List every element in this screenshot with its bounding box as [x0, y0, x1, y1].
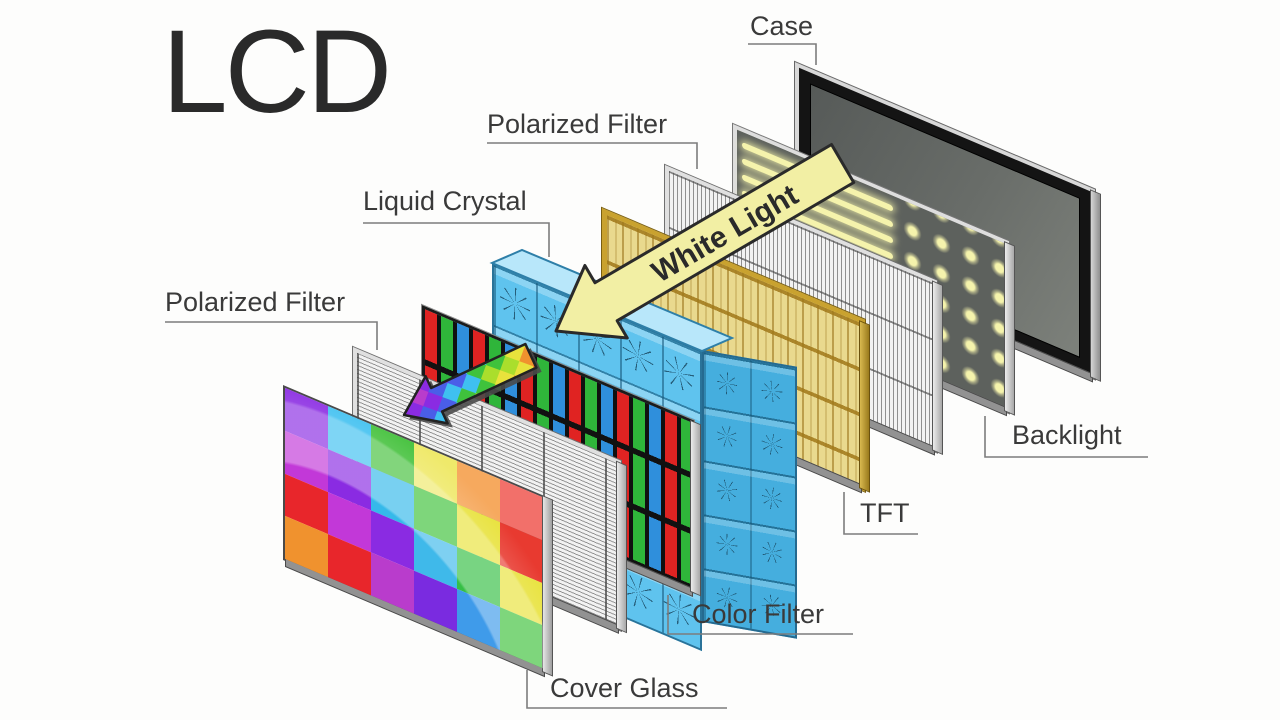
label-color-filter: Color Filter [692, 599, 825, 629]
label-backlight: Backlight [1012, 420, 1122, 450]
lc-molecule-icon [499, 280, 530, 326]
label-case: Case [750, 11, 814, 41]
lc-molecule-icon [616, 335, 661, 377]
leader-liquid-crystal [363, 222, 550, 257]
lc-molecule-icon [714, 422, 740, 452]
lc-molecule-icon [578, 314, 616, 362]
label-cover-glass: Cover Glass [550, 673, 699, 703]
lc-molecule-icon [759, 537, 786, 567]
label-polarized-filter-front: Polarized Filter [165, 287, 346, 317]
lc-molecule-icon [712, 475, 741, 506]
leader-polarized-filter-front [165, 321, 378, 350]
lc-molecule-icon [658, 349, 701, 397]
lc-molecule-icon [711, 529, 742, 559]
label-tft: TFT [860, 498, 910, 528]
lc-molecule-icon [716, 370, 737, 396]
lc-molecule-icon [757, 430, 788, 460]
liquid-crystal-side-face [702, 350, 797, 639]
leader-case [748, 43, 817, 65]
lc-molecule-icon [757, 376, 787, 407]
label-liquid-crystal: Liquid Crystal [363, 186, 527, 216]
diagram-title: LCD [162, 6, 392, 138]
label-polarized-filter-back: Polarized Filter [487, 109, 668, 139]
lc-molecule-icon [534, 297, 578, 344]
lc-molecule-icon [761, 484, 784, 512]
